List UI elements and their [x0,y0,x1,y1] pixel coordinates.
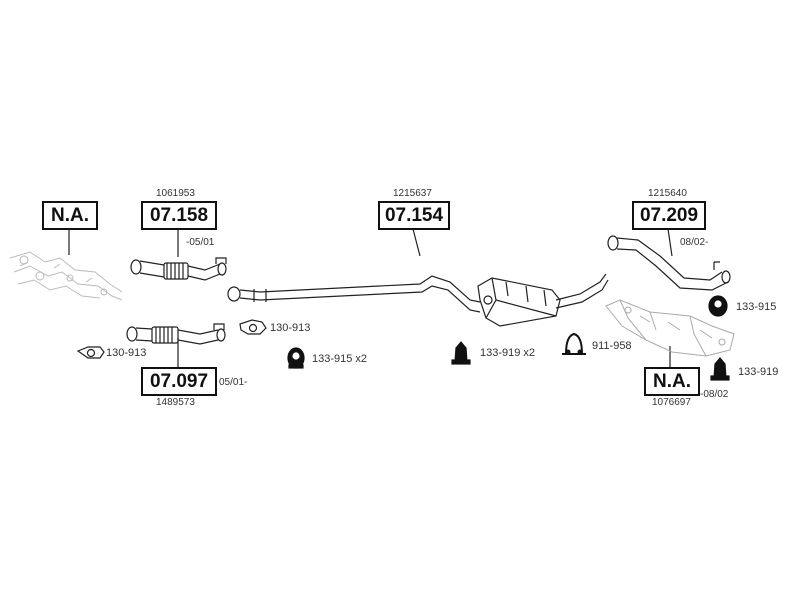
date-range-na-right: -08/02 [700,389,729,400]
leader-07209 [667,228,673,257]
part-label-911958: 911-958 [592,340,632,352]
part-box-07158: 07.158 [141,201,217,230]
date-range-07209: 08/02- [680,237,709,248]
part-label-133919x2: 133-919 x2 [480,347,536,359]
part-box-07097: 07.097 [141,367,217,396]
part-box-na-right: N.A. [644,367,700,396]
clamp-911958-drawing [562,332,586,355]
front-pipe-07158-drawing [130,257,227,281]
part-label-130913-centre: 130-913 [270,322,311,334]
rear-silencer-na-drawing [605,299,735,357]
date-range-07097: 05/01- [219,377,248,388]
rubber-mount-133919x2-drawing [451,341,471,365]
part-box-07154: 07.154 [378,201,450,230]
centre-pipe-07154-drawing [227,273,609,327]
oe-code-1061953: 1061953 [156,188,195,199]
part-label-133915x2: 133-915 x2 [312,353,368,365]
rubber-mount-133915x2-hole [292,352,300,360]
part-box-07209: 07.209 [632,201,706,230]
oe-code-1215640: 1215640 [648,188,687,199]
manifold-na-drawing [9,251,123,301]
oe-code-1215637: 1215637 [393,188,432,199]
oe-code-1076697: 1076697 [652,397,691,408]
part-box-na-left: N.A. [42,201,98,230]
front-pipe-07097-drawing [126,323,226,345]
gasket-130913-centre-drawing [239,319,267,335]
part-label-130913-left: 130-913 [106,347,147,359]
rubber-mount-133919-drawing [710,357,730,381]
part-label-133919: 133-919 [738,366,779,378]
leader-07154 [412,228,421,257]
part-label-133915: 133-915 [736,301,777,313]
rubber-mount-133915-hole [714,300,722,308]
oe-code-1489573: 1489573 [156,397,195,408]
gasket-130913-left-drawing [76,346,105,359]
rear-pipe-07209-drawing [607,235,731,291]
date-range-07158: -05/01 [186,237,215,248]
